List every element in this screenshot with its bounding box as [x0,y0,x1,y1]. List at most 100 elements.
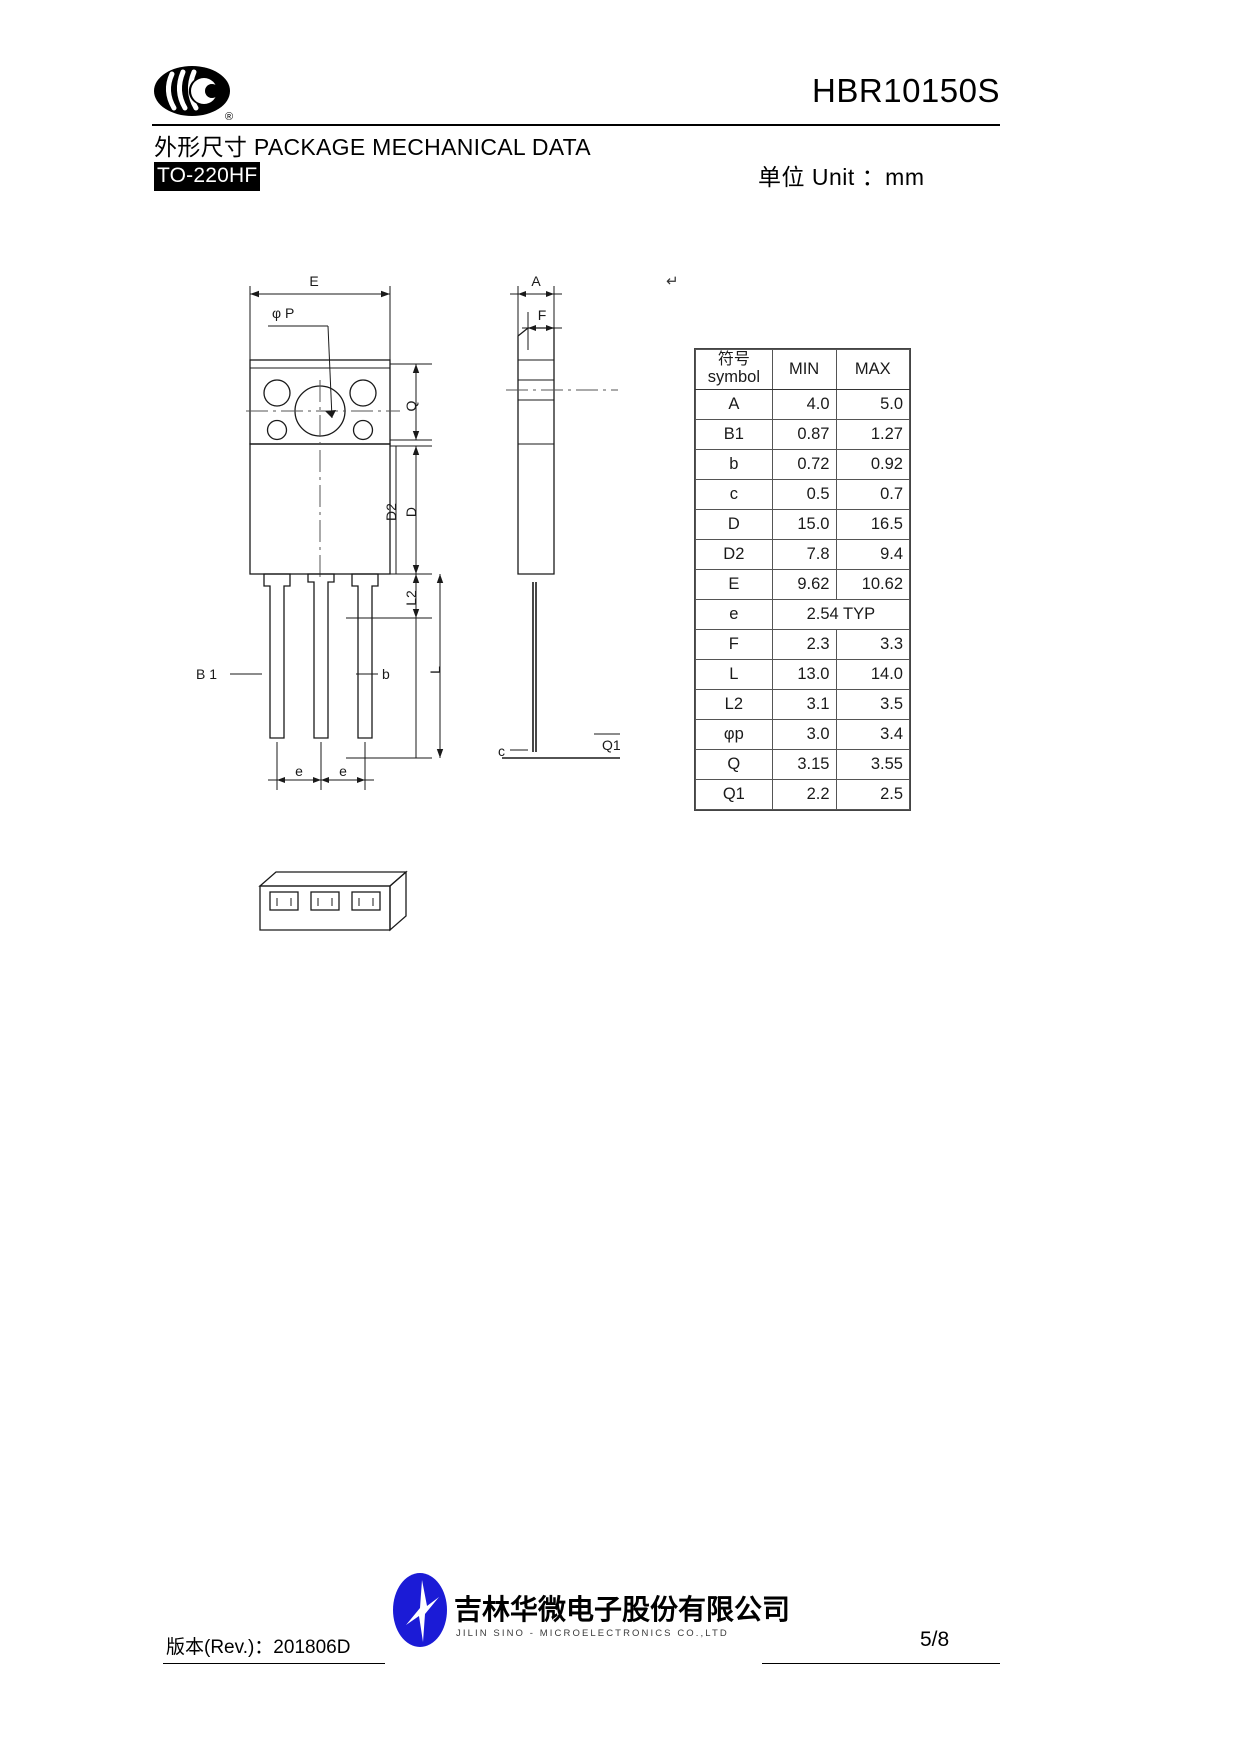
package-mechanical-drawing: E φ P Q D D2 [150,250,710,970]
cell-max: 5.0 [835,389,910,421]
label-e-right: e [339,763,347,779]
company-branding: 吉林华微电子股份有限公司 JILIN SINO - MICROELECTRONI… [392,1572,790,1652]
cell-max: 3.5 [835,689,910,721]
cell-symbol: D [695,509,773,541]
page-number-divider [762,1663,1000,1664]
cell-min: 0.87 [771,419,837,451]
cell-symbol: F [695,629,773,661]
cell-max: 9.4 [835,539,910,571]
dim-Q1 [594,733,620,759]
cell-max: 3.3 [835,629,910,661]
cell-min: 3.0 [771,719,837,751]
dim-E [249,286,391,368]
page-footer: 吉林华微电子股份有限公司 JILIN SINO - MICROELECTRONI… [0,1560,1240,1700]
cell-min: 9.62 [771,569,837,601]
cell-typ-value: 2.54 TYP [771,599,911,631]
mould-hole-tl [263,379,291,407]
page-title: HBR10150S [812,72,1000,109]
lead-left [263,573,291,739]
cell-max: 0.7 [835,479,910,511]
label-phiP: φ P [272,305,294,321]
unit-note: 单位 Unit ：mm [758,164,925,190]
header-min: MIN [771,348,837,391]
label-Q1: Q1 [602,737,621,753]
label-E: E [309,273,318,289]
revision-divider [163,1663,385,1664]
jjc-brand-logo-icon: ® [152,64,238,124]
cell-symbol: A [695,389,773,421]
cell-max: 10.62 [835,569,910,601]
header-symbol-en: symbol [707,367,760,386]
dim-L2 [346,573,432,619]
cell-min: 2.2 [771,779,837,811]
lead-centre [307,573,335,739]
cell-symbol: Q1 [695,779,773,811]
page-header: ® HBR10150S [152,58,1000,128]
cell-symbol: b [695,449,773,481]
label-D: D [403,507,419,517]
table-header-row: 符号 symbol MIN MAX [695,348,910,391]
cell-min: 0.72 [771,449,837,481]
cell-min: 3.1 [771,689,837,721]
svg-text:®: ® [225,111,233,123]
cell-max: 16.5 [835,509,910,541]
label-Q: Q [403,400,419,411]
header-divider [152,124,1000,126]
cell-min: 3.15 [771,749,837,781]
mould-hole-tr [349,379,377,407]
dim-L [346,574,444,759]
sino-micro-oval-logo-icon [392,1572,448,1648]
mould-hole-bl [266,419,288,441]
company-name-en: JILIN SINO - MICROELECTRONICS CO.,LTD [456,1628,729,1639]
label-A: A [531,273,541,289]
header-symbol: 符号 symbol [695,348,773,391]
section-title: 外形尺寸 PACKAGE MECHANICAL DATA [154,134,591,160]
cell-min: 2.3 [771,629,837,661]
cell-symbol: L [695,659,773,691]
dim-e [268,742,374,790]
cell-min: 15.0 [771,509,837,541]
cell-symbol: E [695,569,773,601]
revision-text: 版本(Rev.)：201806D [166,1637,351,1658]
cell-symbol: Q [695,749,773,781]
leader-phiP [268,325,336,419]
lead-right [351,573,379,739]
label-e-left: e [295,763,303,779]
cell-max: 1.27 [835,419,910,451]
cell-min: 13.0 [771,659,837,691]
label-c: c [498,743,505,759]
cell-max: 3.4 [835,719,910,751]
cell-symbol: D2 [695,539,773,571]
cell-max: 2.5 [835,779,910,811]
cell-max: 3.55 [835,749,910,781]
dim-Q [390,363,432,441]
side-tab-outline [517,327,555,575]
cell-symbol: L2 [695,689,773,721]
header-symbol-cn: 符号 [717,351,750,368]
label-B1: B 1 [196,666,217,682]
label-b: b [382,666,390,682]
label-L2: L2 [403,590,419,606]
header-max: MAX [835,348,910,391]
company-name-cn: 吉林华微电子股份有限公司 [454,1593,791,1626]
package-type-badge: TO-220HF [154,162,261,191]
label-D2: D2 [383,503,399,521]
cell-min: 0.5 [771,479,837,511]
